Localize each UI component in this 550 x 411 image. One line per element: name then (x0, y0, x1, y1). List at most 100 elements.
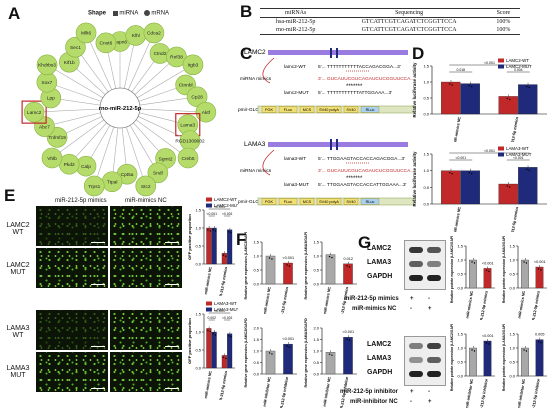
network-node-label: Cnot6 (100, 41, 113, 47)
network-node (182, 54, 204, 76)
blot-label-lamc2: LAMC2 (367, 245, 392, 252)
western-blot-top (404, 240, 446, 290)
network-node-label: Mllt6 (81, 31, 91, 37)
seq-label: lamc2-WT (284, 64, 306, 70)
legend-swatch (498, 152, 504, 157)
data-point (528, 169, 530, 172)
legend-title: Shape (88, 10, 107, 17)
network-node-label: Abc7 (39, 124, 50, 130)
p-value: <0.001 (282, 337, 294, 341)
y-tick-label: 1.5 (313, 240, 319, 245)
vector-element-label: PGK (265, 108, 273, 112)
network-node-label: Sox7 (41, 80, 52, 86)
x-tick-label: miR-inhibitor NC (323, 376, 332, 407)
network-node (143, 22, 165, 44)
x-tick-label: miR-212-5p inhibitor (339, 376, 349, 408)
bar (518, 167, 538, 205)
vector-element (278, 198, 298, 205)
micro-image (36, 248, 108, 288)
y-tick-label: 1.0 (313, 349, 319, 354)
network-node-label: Calp (81, 164, 91, 170)
data-point (286, 345, 288, 347)
micro-row-label-lama3-wt: LAMA3 WT (6, 325, 30, 339)
arrow (262, 57, 275, 84)
data-point (525, 262, 528, 264)
data-point (214, 334, 217, 336)
col-header-mirnas: miRNAs (260, 8, 332, 18)
legend-label: LAMC2-MUT (506, 64, 532, 69)
y-tick-label: 0.0 (423, 202, 429, 207)
data-point (225, 255, 227, 257)
y-tick-label: 0.0 (457, 286, 463, 291)
network-node (83, 175, 105, 197)
legend-swatch (498, 64, 504, 69)
y-tick-label: 2.0 (313, 326, 319, 331)
data-point (348, 339, 351, 341)
bar (211, 227, 217, 265)
vector-element-label: RLuc (366, 200, 375, 204)
y-tick-label: 0.0 (253, 372, 259, 377)
micro-image (36, 206, 108, 246)
legend-label: LAMC2-WT (214, 197, 237, 202)
p-value: <0.001 (214, 205, 225, 209)
legend-swatch (206, 307, 212, 312)
y-tick-label: 1.0 (423, 168, 429, 173)
bar (535, 339, 544, 377)
vector-label: pmir-GLO (238, 107, 259, 113)
network-node-label: Stc2 (141, 184, 151, 190)
data-point (212, 333, 214, 335)
y-tick-label: 1.0 (195, 226, 201, 231)
data-point (271, 258, 273, 260)
data-point (328, 255, 331, 258)
panel-label-c: C (240, 44, 253, 63)
data-point (506, 97, 508, 100)
vector-element-label: FLuc (284, 108, 293, 112)
network-node-label: Capn6 (113, 39, 127, 45)
network-node-label: Itgb3 (188, 63, 199, 69)
bar (325, 254, 336, 285)
legend-swatch (206, 301, 212, 306)
blot-label-lama3: LAMA3 (367, 259, 392, 266)
vector-element-label: SV40 polyA (319, 108, 339, 112)
data-point (222, 254, 225, 256)
network-node-label: Ctnnbl (179, 83, 193, 89)
highlight-box (21, 100, 47, 124)
p-value: <0.001 (222, 212, 233, 216)
x-tick-label: miR-mimics NC (263, 286, 272, 314)
vector-element-label: SV40 (346, 108, 355, 112)
vector-element (299, 198, 315, 205)
data-point (449, 171, 451, 174)
data-point (222, 356, 225, 359)
y-tick-label: 0.5 (195, 348, 201, 353)
y-tick-label: 0.0 (195, 366, 201, 371)
sign: + (428, 306, 432, 312)
data-point (537, 268, 540, 270)
bar (460, 83, 480, 115)
network-node-label: Ttpal (107, 180, 118, 186)
vector-element (299, 106, 315, 113)
network-node-label: Trps1 (88, 184, 100, 190)
micro-row-label-lama3-mut: LAMA3 MUT (6, 365, 30, 379)
vector-element-label: MCS (303, 108, 312, 112)
blot-label-lama3: LAMA3 (367, 355, 392, 362)
col-header-score: Score (486, 8, 520, 18)
data-point (485, 342, 488, 344)
data-point (485, 269, 488, 272)
y-tick-label: 1.0 (457, 258, 463, 263)
y-axis-label: Relative gene expression (LAMC2/GAPDH) (244, 318, 248, 387)
y-tick-label: 1.0 (509, 258, 515, 263)
data-point (209, 230, 212, 232)
micro-image (36, 310, 108, 350)
y-axis-label: Relative protein expression (LAMC2/GAPDH… (450, 324, 454, 391)
vector-element (278, 106, 298, 113)
y-axis-label: Relative gene expression (LAMA3/GAPDH) (304, 232, 308, 299)
p-value: 0.012 (343, 257, 353, 261)
data-point (331, 354, 333, 356)
table-row: rno-miR-212-5p GTCATTCGTCAGATCTCGGTTCCA … (260, 26, 520, 35)
western-blot-bottom (404, 336, 446, 386)
